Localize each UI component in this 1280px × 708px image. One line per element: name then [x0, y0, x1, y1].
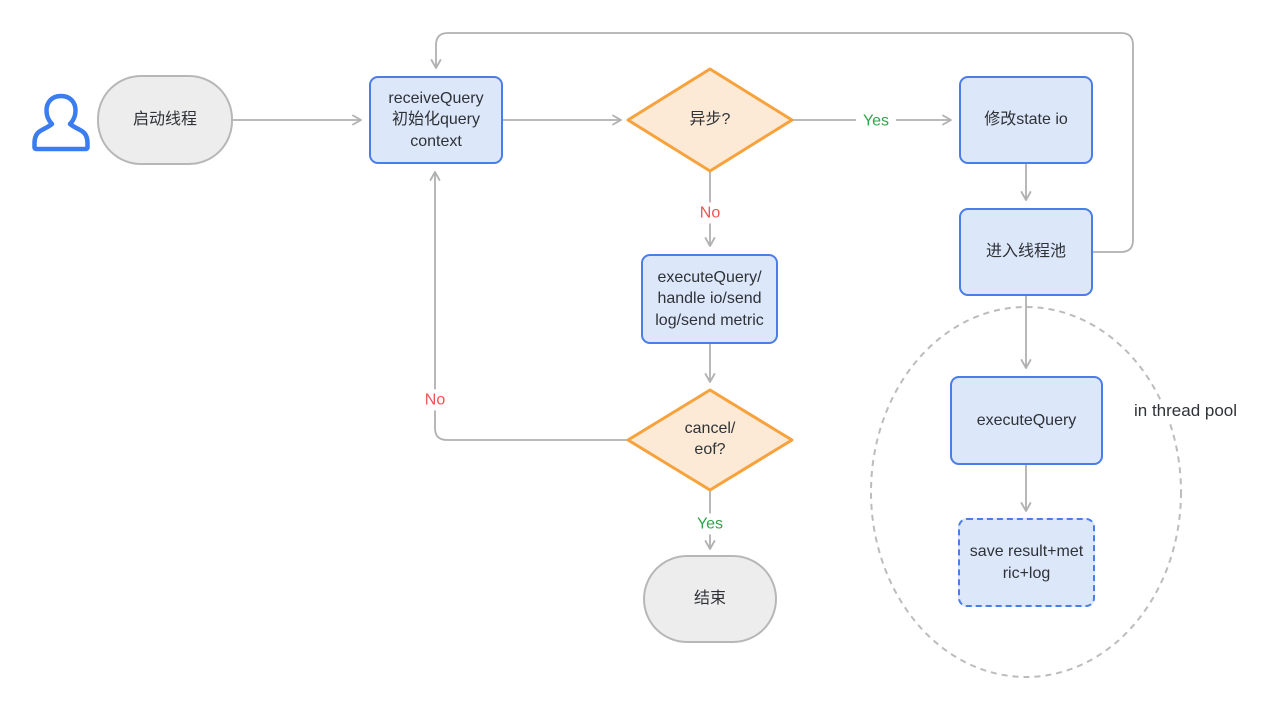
node-execute-query-pool: executeQuery: [950, 376, 1103, 465]
thread-pool-annotation: in thread pool: [1131, 400, 1241, 423]
node-enter-thread-pool: 进入线程池: [959, 208, 1093, 296]
node-cancel-decision: cancel/ eof?: [628, 390, 792, 490]
node-receive-query-label: receiveQuery 初始化query context: [388, 90, 484, 150]
node-enter-thread-pool-label: 进入线程池: [985, 243, 1066, 261]
node-execute-query-main-label: executeQuery/ handle io/send log/send me…: [655, 269, 764, 329]
edge-label-cancel-yes: Yes: [689, 513, 731, 535]
node-receive-query: receiveQuery 初始化query context: [369, 76, 503, 164]
edge-label-cancel-no: No: [417, 389, 453, 411]
node-end-label: 结束: [693, 590, 726, 608]
node-modify-state-label: 修改state io: [984, 111, 1068, 129]
node-cancel-decision-label: cancel/ eof?: [684, 420, 736, 458]
thread-pool-boundary: [870, 306, 1182, 678]
node-end: 结束: [643, 555, 777, 643]
edge-cancel-no-to-receive: [429, 171, 628, 441]
node-execute-query-pool-label: executeQuery: [976, 411, 1077, 429]
node-start-label: 启动线程: [132, 111, 197, 129]
node-save-result: save result+met ric+log: [958, 518, 1095, 607]
decision-async-shape: [626, 67, 794, 173]
node-async-decision-label: 异步?: [689, 110, 731, 128]
node-save-result-label: save result+met ric+log: [969, 543, 1084, 582]
node-execute-query-main: executeQuery/ handle io/send log/send me…: [641, 254, 778, 344]
decision-cancel-shape: [626, 388, 794, 492]
user-icon: [32, 93, 90, 152]
node-modify-state: 修改state io: [959, 76, 1093, 164]
edge-pool-loop-to-receive: [430, 32, 1134, 253]
node-start: 启动线程: [97, 75, 233, 165]
edge-label-async-no: No: [692, 202, 728, 224]
edge-label-async-yes: Yes: [855, 110, 897, 132]
node-async-decision: 异步?: [628, 69, 792, 171]
